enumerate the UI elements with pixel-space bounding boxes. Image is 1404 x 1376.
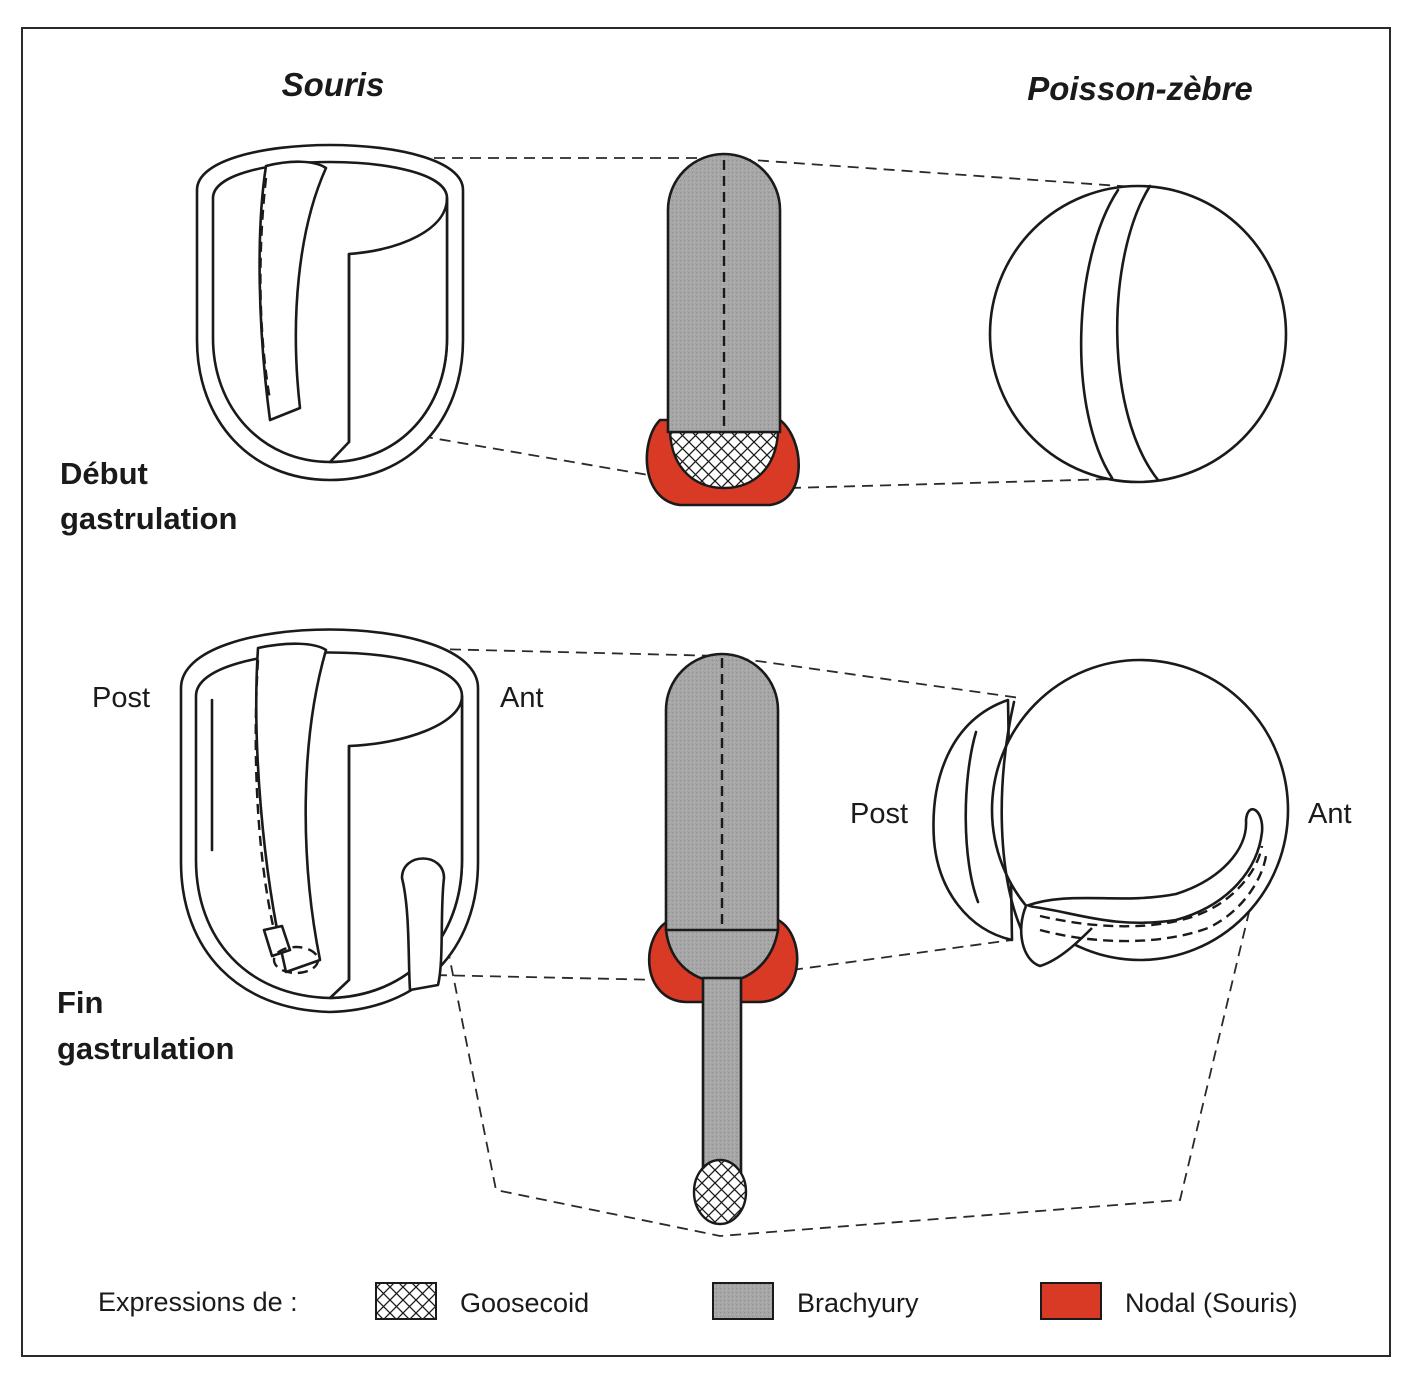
- mouse-embryo-late: [179, 628, 480, 1014]
- mouse-ant-label: Ant: [500, 682, 544, 714]
- header-zebrafish: Poisson-zèbre: [1027, 70, 1253, 107]
- mouse-post-label: Post: [92, 682, 150, 714]
- stage-label-late-line1: Fin: [57, 985, 104, 1020]
- stage-label-early-line1: Début: [60, 456, 148, 491]
- legend-intro: Expressions de :: [98, 1287, 298, 1317]
- goosecoid-region-early: [668, 430, 780, 490]
- mouse-embryo-early: [195, 143, 465, 482]
- fish-post-label: Post: [850, 798, 908, 830]
- legend: Expressions de : Goosecoid Brachyury Nod…: [98, 1282, 1298, 1320]
- header-mouse: Souris: [282, 66, 385, 103]
- zebrafish-embryo-early: [988, 184, 1288, 484]
- legend-nodal-swatch: [1040, 1282, 1102, 1320]
- legend-goosecoid-label: Goosecoid: [460, 1288, 589, 1318]
- zebrafish-embryo-late: [932, 658, 1290, 968]
- goosecoid-region-late: [692, 1158, 748, 1226]
- stage-label-late-line2: gastrulation: [57, 1031, 234, 1066]
- stage-label-early-line2: gastrulation: [60, 501, 237, 536]
- legend-goosecoid-swatch: [375, 1282, 437, 1320]
- fish-ant-label: Ant: [1308, 798, 1352, 830]
- schematic-late: [647, 652, 799, 1226]
- legend-brachyury-label: Brachyury: [797, 1288, 919, 1318]
- brachyury-notochord-late: [701, 976, 743, 1180]
- schematic-early: [645, 152, 800, 507]
- legend-brachyury-swatch: [712, 1282, 774, 1320]
- legend-nodal-label: Nodal (Souris): [1125, 1288, 1298, 1318]
